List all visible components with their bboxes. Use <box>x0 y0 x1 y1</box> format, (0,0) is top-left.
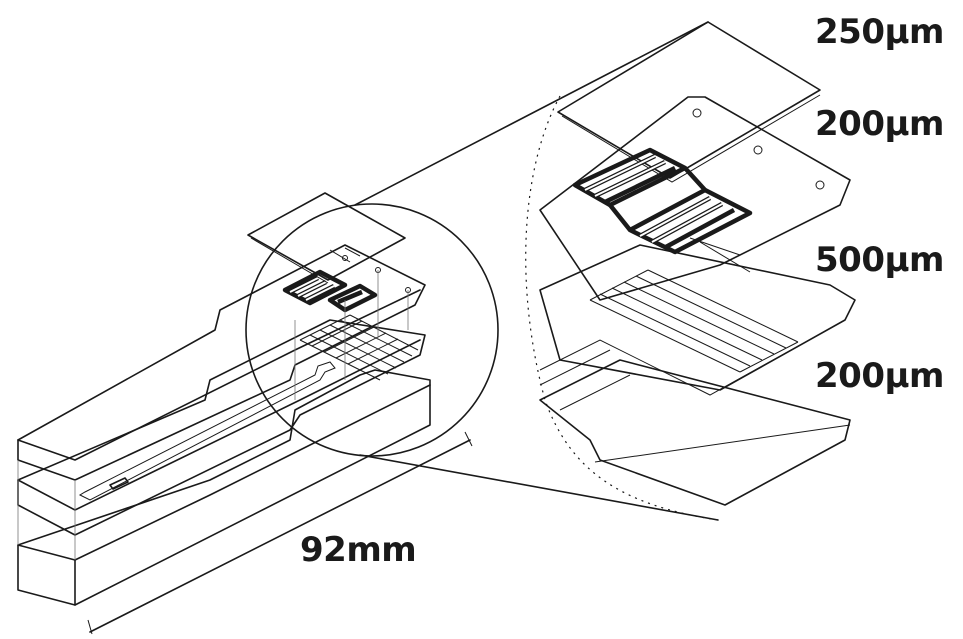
alignment-guides <box>17 270 409 560</box>
top-cover-layer <box>247 192 406 284</box>
zoom-bottom-layer <box>539 359 851 506</box>
layer4-thickness-label: 200µm <box>815 356 944 396</box>
layer2-thickness-label: 200µm <box>815 104 944 144</box>
zoom-view <box>525 21 856 521</box>
zoom-heater-layer <box>539 96 851 301</box>
magnifier <box>245 21 719 521</box>
length-label: 92mm <box>300 530 417 570</box>
electrode-layer <box>17 314 426 536</box>
zoom-top-cover <box>557 21 821 179</box>
zoom-electrode-layer <box>539 244 856 391</box>
heater-layer <box>17 244 426 481</box>
length-dimension-line <box>87 431 473 635</box>
layer3-thickness-label: 500µm <box>815 240 944 280</box>
layer1-thickness-label: 250µm <box>815 12 944 52</box>
